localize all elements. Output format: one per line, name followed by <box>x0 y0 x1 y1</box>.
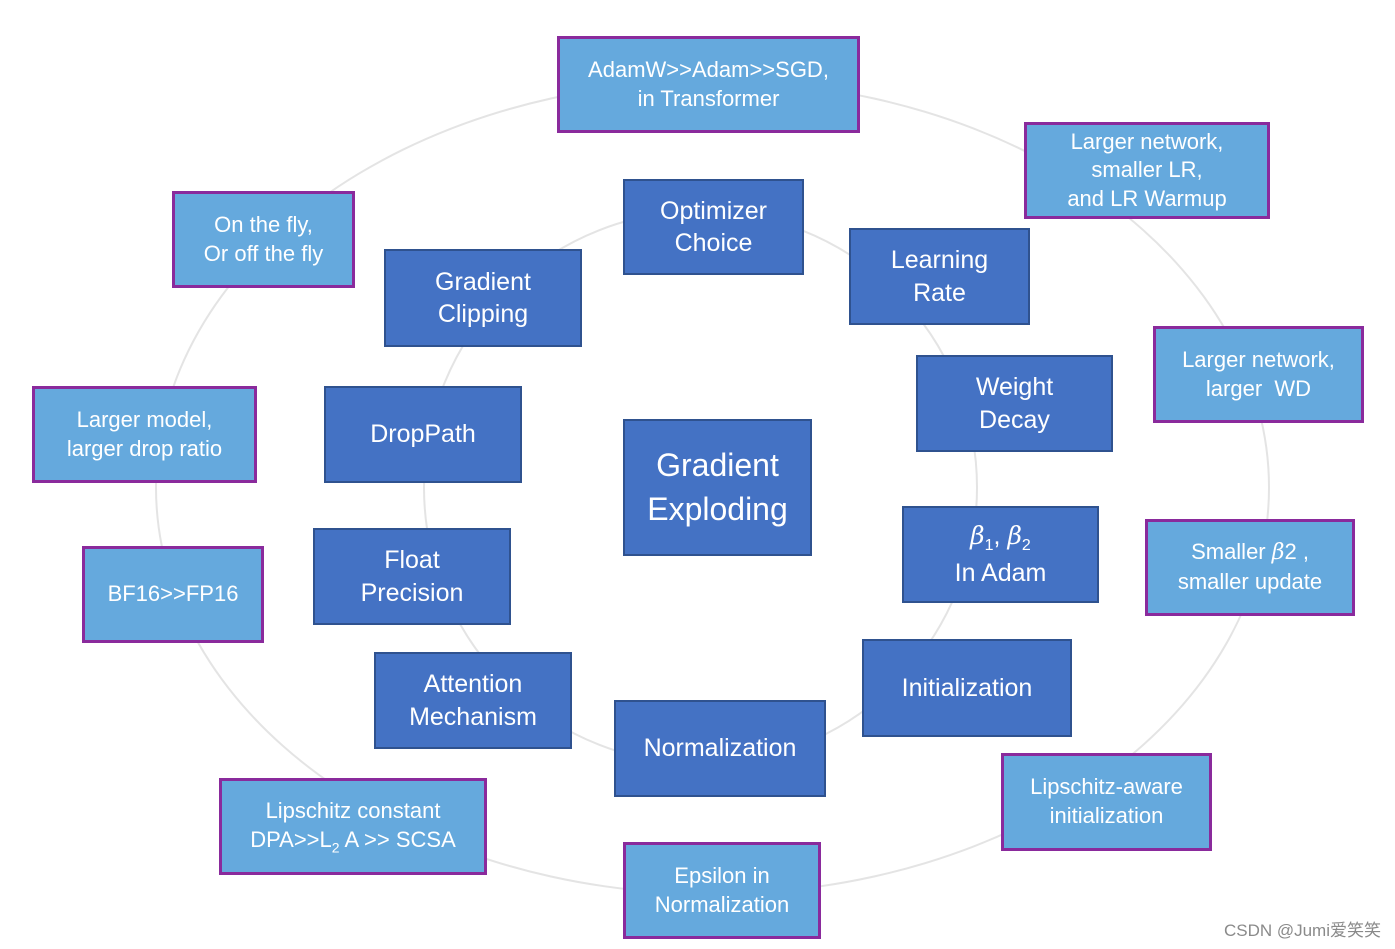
note-initialization-line-1: Lipschitz-aware <box>1030 774 1183 800</box>
note-optimizer-line-1: AdamW>>Adam>>SGD, <box>588 56 829 82</box>
betas-separator: , <box>993 521 1008 550</box>
note-float-precision-line-1: BF16>>FP16 <box>107 581 239 607</box>
node-float-precision-line-2: Precision <box>360 578 464 607</box>
beta2-subscript: 2 <box>1021 536 1031 554</box>
node-weight-decay-line-2: Decay <box>979 405 1050 434</box>
note-normalization-line-2: Normalization <box>654 891 790 917</box>
node-optimizer-line-2: Choice <box>674 229 753 257</box>
node-initialization-line-1: Initialization <box>901 673 1033 702</box>
node-betas-line-2: In Adam <box>954 558 1047 587</box>
note-droppath-line-2: larger drop ratio <box>66 435 223 461</box>
beta1-symbol: β <box>970 520 985 550</box>
node-droppath: DropPath <box>324 386 522 483</box>
note-attention-line-1: Lipschitz constant <box>265 797 441 823</box>
note-learning-rate: Larger network, smaller LR, and LR Warmu… <box>1024 122 1270 219</box>
node-initialization: Initialization <box>862 639 1072 737</box>
node-optimizer-choice: Optimizer Choice <box>623 179 804 275</box>
note-learning-rate-line-1: Larger network, <box>1070 128 1224 154</box>
note-betas: Smaller β2 , smaller update <box>1145 519 1355 616</box>
node-betas-line-1: β1, β2 <box>955 520 1047 557</box>
note-weight-decay-line-1: Larger network, <box>1182 346 1335 372</box>
node-weight-decay: Weight Decay <box>916 355 1113 452</box>
note-attention-pre: DPA>>L <box>250 826 332 852</box>
node-learning-rate-line-2: Rate <box>913 278 966 307</box>
node-learning-rate-line-1: Learning <box>890 246 989 274</box>
watermark: CSDN @Jumi爱笑笑 <box>1223 921 1381 940</box>
note-initialization-line-2: initialization <box>1049 803 1164 828</box>
note-float-precision: BF16>>FP16 <box>82 546 264 643</box>
note-betas-line-2: smaller update <box>1177 569 1323 594</box>
note-attention-post: A >> SCSA <box>339 826 456 852</box>
note-attention: Lipschitz constant DPA>>L2 A >> SCSA <box>219 778 487 875</box>
node-float-precision: Float Precision <box>313 528 511 625</box>
note-betas-suffix: 2 , <box>1284 539 1309 565</box>
note-weight-decay-line-2: larger WD <box>1205 375 1312 401</box>
note-droppath: Larger model, larger drop ratio <box>32 386 257 483</box>
node-optimizer-line-1: Optimizer <box>660 196 767 225</box>
note-gradient-clipping-line-2: Or off the fly <box>203 240 324 266</box>
node-attention-line-2: Mechanism <box>409 702 537 731</box>
note-attention-line-2: DPA>>L2 A >> SCSA <box>250 826 456 857</box>
beta1-subscript: 1 <box>984 536 994 554</box>
note-gradient-clipping: On the fly, Or off the fly <box>172 191 355 288</box>
note-weight-decay: Larger network, larger WD <box>1153 326 1364 423</box>
note-droppath-line-1: Larger model, <box>76 406 213 432</box>
note-optimizer: AdamW>>Adam>>SGD, in Transformer <box>557 36 860 133</box>
note-learning-rate-line-2: smaller LR, <box>1091 157 1203 183</box>
note-betas-prefix: Smaller <box>1191 539 1272 565</box>
beta2-symbol: β <box>1007 520 1022 550</box>
node-attention-mechanism: Attention Mechanism <box>374 652 572 749</box>
node-weight-decay-line-1: Weight <box>975 373 1054 401</box>
node-float-precision-line-1: Float <box>384 546 440 574</box>
note-attention-subscript: 2 <box>331 838 340 855</box>
node-gradient-clipping: Gradient Clipping <box>384 249 582 347</box>
note-initialization: Lipschitz-aware initialization <box>1001 753 1212 851</box>
node-attention-line-1: Attention <box>423 670 523 698</box>
note-gradient-clipping-line-1: On the fly, <box>214 211 313 237</box>
node-normalization-line-1: Normalization <box>643 734 797 763</box>
node-learning-rate: Learning Rate <box>849 228 1030 325</box>
center-line-2: Exploding <box>647 490 788 527</box>
note-learning-rate-line-3: and LR Warmup <box>1067 185 1227 211</box>
node-normalization: Normalization <box>614 700 826 797</box>
node-gradient-clipping-line-2: Clipping <box>437 300 529 328</box>
center-node-gradient-exploding: Gradient Exploding <box>623 419 812 556</box>
node-gradient-clipping-line-1: Gradient <box>435 267 531 296</box>
note-optimizer-line-2: in Transformer <box>637 85 780 111</box>
note-normalization: Epsilon in Normalization <box>623 842 821 939</box>
node-droppath-line-1: DropPath <box>370 420 476 449</box>
node-betas-in-adam: β1, β2 In Adam <box>902 506 1099 603</box>
note-normalization-line-1: Epsilon in <box>674 862 770 888</box>
note-betas-line-1: Smaller β2 , <box>1178 538 1322 568</box>
center-line-1: Gradient <box>656 447 779 484</box>
note-beta-symbol: β <box>1271 540 1285 566</box>
